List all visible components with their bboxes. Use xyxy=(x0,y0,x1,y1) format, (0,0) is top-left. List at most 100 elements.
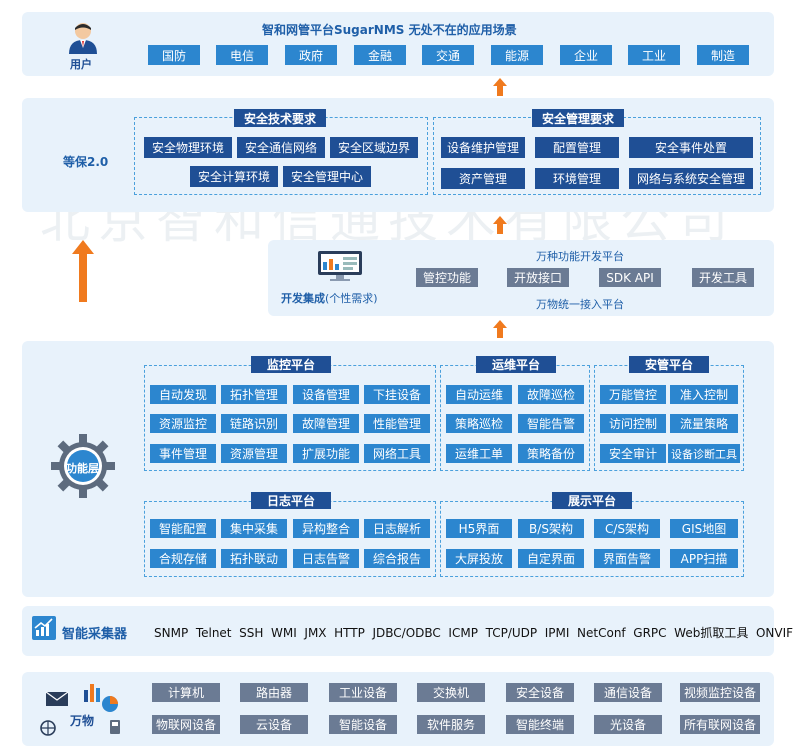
monitor-item: 扩展功能 xyxy=(293,444,359,463)
dev-top-text: 万种功能开发平台 xyxy=(536,250,624,263)
sec-item: 访问控制 xyxy=(600,414,666,433)
show-title: 展示平台 xyxy=(552,492,632,509)
user-label: 用户 xyxy=(70,58,92,71)
log-item: 综合报告 xyxy=(364,549,430,568)
thing-item: 光设备 xyxy=(594,715,662,734)
up-arrow-icon xyxy=(493,78,507,96)
monitor-screen-icon xyxy=(317,250,363,282)
monitor-item: 自动发现 xyxy=(150,385,216,404)
mgmt-title: 安全管理要求 xyxy=(532,109,624,127)
log-item: 集中采集 xyxy=(221,519,287,538)
user-item: 工业 xyxy=(628,45,680,65)
dev-item: SDK API xyxy=(599,268,661,287)
tech-item: 安全通信网络 xyxy=(237,137,325,158)
log-item: 日志解析 xyxy=(364,519,430,538)
ops-title: 运维平台 xyxy=(476,356,556,373)
monitor-item: 资源管理 xyxy=(221,444,287,463)
sec-item: 安全审计 xyxy=(600,444,666,463)
ops-item: 自动运维 xyxy=(446,385,512,404)
dev-bottom-text: 万物统一接入平台 xyxy=(536,298,624,311)
user-title: 智和网管平台SugarNMS 无处不在的应用场景 xyxy=(262,23,517,37)
function-label: 功能层 xyxy=(66,462,99,475)
log-item: 日志告警 xyxy=(293,549,359,568)
gear-icon xyxy=(50,433,116,499)
thing-item: 路由器 xyxy=(240,683,308,702)
things-label: 万物 xyxy=(70,714,95,728)
tech-item: 安全区域边界 xyxy=(330,137,418,158)
monitor-item: 事件管理 xyxy=(150,444,216,463)
dev-label: 开发集成(个性需求) xyxy=(281,290,378,306)
log-item: 拓扑联动 xyxy=(221,549,287,568)
big-up-arrow-icon xyxy=(72,240,94,302)
monitor-item: 设备管理 xyxy=(293,385,359,404)
user-item: 国防 xyxy=(148,45,200,65)
monitor-item: 网络工具 xyxy=(364,444,430,463)
ops-item: 故障巡检 xyxy=(518,385,584,404)
mgmt-item: 设备维护管理 xyxy=(441,137,525,158)
ops-item: 运维工单 xyxy=(446,444,512,463)
dev-item: 管控功能 xyxy=(416,268,478,287)
show-item: APP扫描 xyxy=(670,549,738,568)
monitor-item: 链路识别 xyxy=(221,414,287,433)
user-item: 能源 xyxy=(491,45,543,65)
dengbao-label: 等保2.0 xyxy=(63,155,109,169)
thing-item: 所有联网设备 xyxy=(680,715,760,734)
mgmt-item: 安全事件处置 xyxy=(629,137,753,158)
user-item: 政府 xyxy=(285,45,337,65)
thing-item: 交换机 xyxy=(417,683,485,702)
sec-item: 万能管控 xyxy=(600,385,666,404)
devices-icon xyxy=(38,680,122,742)
show-item: 界面告警 xyxy=(594,549,660,568)
show-item: GIS地图 xyxy=(670,519,738,538)
user-item: 制造 xyxy=(697,45,749,65)
show-item: H5界面 xyxy=(446,519,512,538)
sec-item: 准入控制 xyxy=(670,385,738,404)
thing-item: 智能设备 xyxy=(329,715,397,734)
monitor-item: 拓扑管理 xyxy=(221,385,287,404)
user-panel xyxy=(22,12,774,76)
thing-item: 计算机 xyxy=(152,683,220,702)
sec-title: 安管平台 xyxy=(629,356,709,373)
log-title: 日志平台 xyxy=(251,492,331,509)
thing-item: 工业设备 xyxy=(329,683,397,702)
collector-label: 智能采集器 xyxy=(62,627,128,642)
monitor-item: 性能管理 xyxy=(364,414,430,433)
log-item: 异构整合 xyxy=(293,519,359,538)
dev-item: 开放接口 xyxy=(507,268,569,287)
monitor-item: 故障管理 xyxy=(293,414,359,433)
monitor-item: 下挂设备 xyxy=(364,385,430,404)
tech-item: 安全物理环境 xyxy=(144,137,232,158)
up-arrow-icon xyxy=(493,216,507,234)
tech-title: 安全技术要求 xyxy=(234,109,326,127)
thing-item: 软件服务 xyxy=(417,715,485,734)
ops-item: 智能告警 xyxy=(518,414,584,433)
sec-item: 流量策略 xyxy=(670,414,738,433)
dev-label-main: 开发集成 xyxy=(281,292,325,305)
show-item: 大屏投放 xyxy=(446,549,512,568)
show-item: B/S架构 xyxy=(518,519,584,538)
ops-item: 策略备份 xyxy=(518,444,584,463)
user-item: 交通 xyxy=(422,45,474,65)
collector-panel xyxy=(22,606,774,656)
show-item: C/S架构 xyxy=(594,519,660,538)
thing-item: 安全设备 xyxy=(506,683,574,702)
thing-item: 云设备 xyxy=(240,715,308,734)
mgmt-item: 环境管理 xyxy=(535,168,619,189)
thing-item: 通信设备 xyxy=(594,683,662,702)
mgmt-item: 网络与系统安全管理 xyxy=(629,168,753,189)
monitor-item: 资源监控 xyxy=(150,414,216,433)
user-item: 金融 xyxy=(354,45,406,65)
ops-item: 策略巡检 xyxy=(446,414,512,433)
user-item: 企业 xyxy=(560,45,612,65)
user-icon xyxy=(66,20,100,54)
dev-item: 开发工具 xyxy=(692,268,754,287)
thing-item: 智能终端 xyxy=(506,715,574,734)
log-item: 智能配置 xyxy=(150,519,216,538)
tech-item: 安全管理中心 xyxy=(283,166,371,187)
collector-protocols: SNMP Telnet SSH WMI JMX HTTP JDBC/ODBC I… xyxy=(154,626,794,640)
monitor-title: 监控平台 xyxy=(251,356,331,373)
thing-item: 视频监控设备 xyxy=(680,683,760,702)
mgmt-item: 资产管理 xyxy=(441,168,525,189)
tech-item: 安全计算环境 xyxy=(190,166,278,187)
sec-item: 设备诊断工具 xyxy=(668,444,740,463)
